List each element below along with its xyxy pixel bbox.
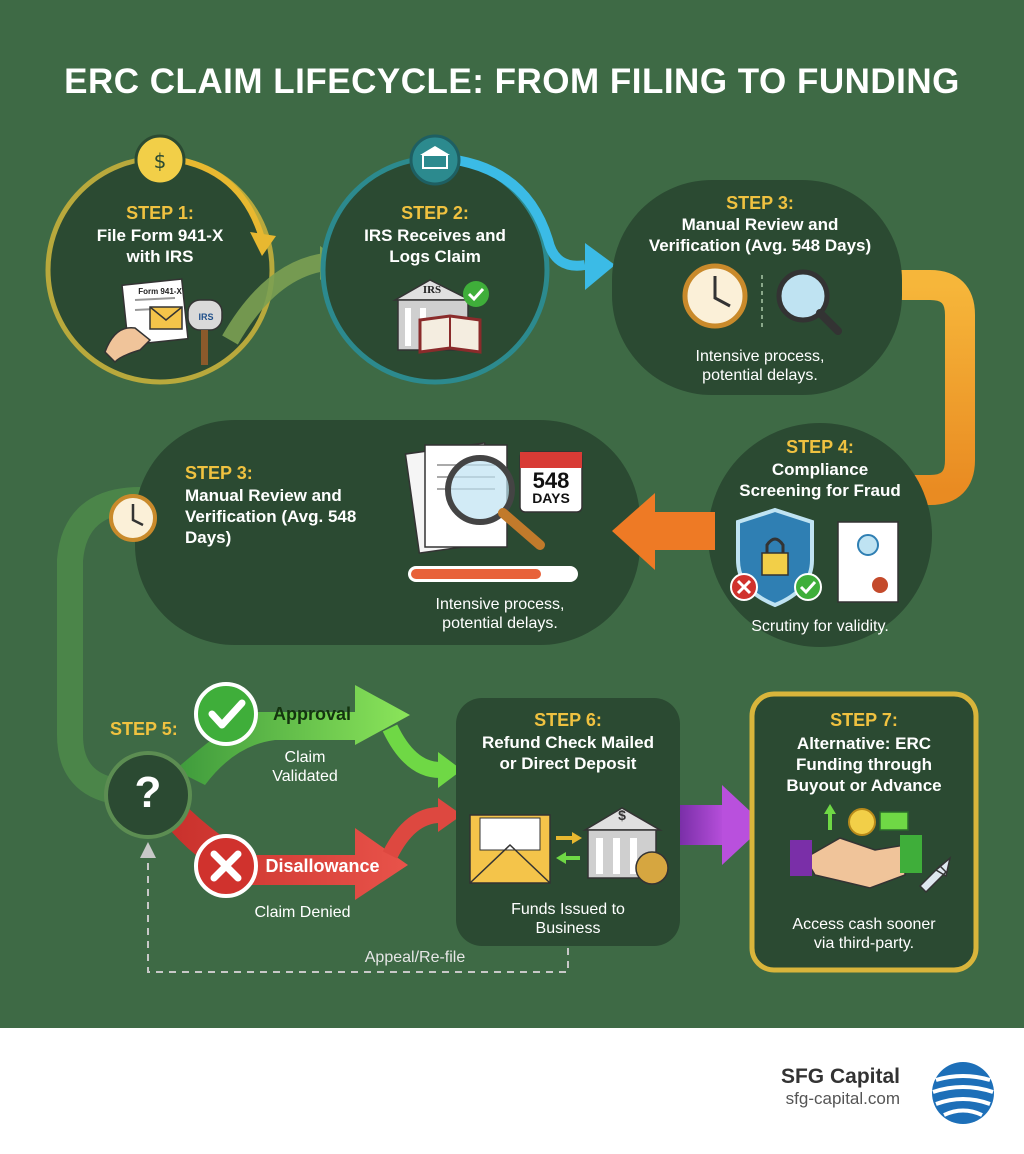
- step2-label: STEP 2:: [401, 203, 469, 223]
- connector-step1-step2: [222, 253, 327, 345]
- step3-mid-label: STEP 3:: [185, 463, 253, 483]
- disallowance-label: Disallowance: [265, 856, 380, 876]
- step4-label: STEP 4:: [786, 437, 854, 457]
- connector-step3-step4: [875, 270, 975, 505]
- rocket-icon: [918, 855, 952, 894]
- infographic-canvas: $: [0, 0, 1024, 1028]
- pass-check-icon: [794, 573, 822, 601]
- arrow-step4-step3: [612, 493, 655, 570]
- approval-label: Approval: [272, 704, 351, 724]
- step5-label: STEP 5:: [110, 719, 178, 739]
- decision-symbol: ?: [134, 768, 162, 817]
- handshake-icon: [803, 837, 906, 889]
- step3-mid-desc: Intensive process,potential delays.: [435, 596, 565, 632]
- envelope-icon: [149, 306, 183, 330]
- brand-url[interactable]: sfg-capital.com: [785, 1089, 900, 1108]
- appeal-label: Appeal/Re-file: [364, 949, 466, 966]
- money-bag-icon: [635, 851, 669, 885]
- approval-arrow: [175, 685, 410, 785]
- step1-label: STEP 1:: [126, 203, 194, 223]
- step2-arrow-head: [585, 243, 615, 290]
- disallowance-desc: Claim Denied: [254, 904, 351, 921]
- step3-top-panel: [612, 180, 902, 395]
- stamp-icon: [872, 577, 888, 593]
- calendar-number: 548: [532, 468, 570, 493]
- connector-step3-step5: [57, 487, 141, 803]
- step2-arrow-arc: [439, 153, 586, 271]
- step6-panel: [456, 698, 680, 946]
- form-label: Form 941-X: [138, 287, 182, 296]
- step1-arrow-head: [250, 232, 276, 256]
- magnifier-large-icon: [445, 455, 515, 525]
- building-label: IRS: [422, 284, 442, 296]
- approval-check-circle: [194, 682, 258, 746]
- step6-label: STEP 6:: [534, 710, 602, 730]
- step3-top-label: STEP 3:: [726, 193, 794, 213]
- globe-logo-icon: [932, 1062, 994, 1124]
- coin-icon: [848, 808, 876, 836]
- diagram-graphics: $: [45, 134, 979, 973]
- calendar-unit: DAYS: [532, 490, 570, 506]
- svg-text:$: $: [154, 149, 167, 173]
- hand-icon: [104, 326, 152, 364]
- progress-bar-fill: [411, 569, 541, 579]
- appeal-path: [147, 852, 569, 973]
- page-title: ERC CLAIM LIFECYCLE: FROM FILING TO FUND…: [64, 62, 960, 101]
- arrow-step6-step7: [722, 785, 765, 865]
- step3-middle-panel: [135, 420, 640, 645]
- step4-desc: Scrutiny for validity.: [751, 618, 889, 635]
- decision-circle: [104, 751, 192, 839]
- step3-top-desc: Intensive process,potential delays.: [695, 348, 825, 384]
- bank-building-icon: [409, 134, 461, 186]
- brand-name: SFG Capital: [780, 1065, 900, 1088]
- check-badge-icon: [463, 281, 489, 307]
- bank-dollar-sign: $: [618, 807, 626, 823]
- cash-icon: [879, 811, 909, 831]
- step7-label: STEP 7:: [830, 710, 898, 730]
- brand-block: SFG Capital sfg-capital.com: [781, 1065, 900, 1109]
- mailbox-label: IRS: [198, 312, 214, 322]
- footer: [0, 1028, 1024, 1154]
- magnifier-icon: [776, 269, 830, 323]
- money-bag-hand-icon: [134, 134, 186, 186]
